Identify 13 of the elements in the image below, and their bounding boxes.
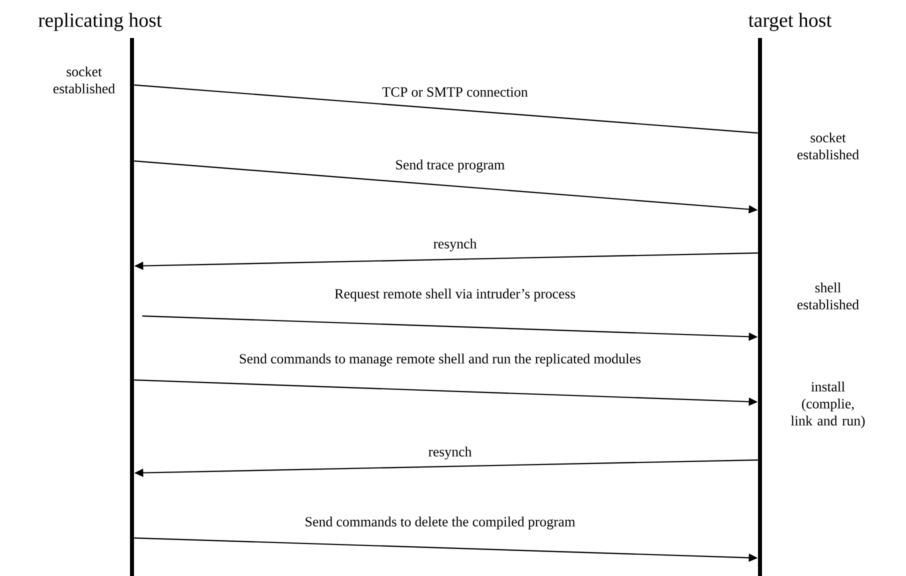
edge-label: Send trace program	[394, 158, 506, 174]
edge-label: Send commands to manage remote shell and run the replicated modules	[238, 352, 642, 368]
edge-label: TCP or SMTP connection	[381, 86, 529, 98]
node-label: replicating host	[38, 12, 162, 32]
edge-label: resynch	[432, 238, 478, 252]
note-text: install (complie, link and run)	[790, 382, 865, 428]
note-text: socket established	[797, 132, 859, 160]
edge-label: Send commands to delete the compiled program	[304, 516, 576, 530]
note-text: socket established	[53, 66, 115, 94]
edge-label: resynch	[427, 446, 473, 460]
note-text: shell established	[797, 282, 859, 310]
edge-label: Request remote shell via intruder’s process	[333, 288, 577, 302]
node-label: target host	[748, 12, 832, 32]
